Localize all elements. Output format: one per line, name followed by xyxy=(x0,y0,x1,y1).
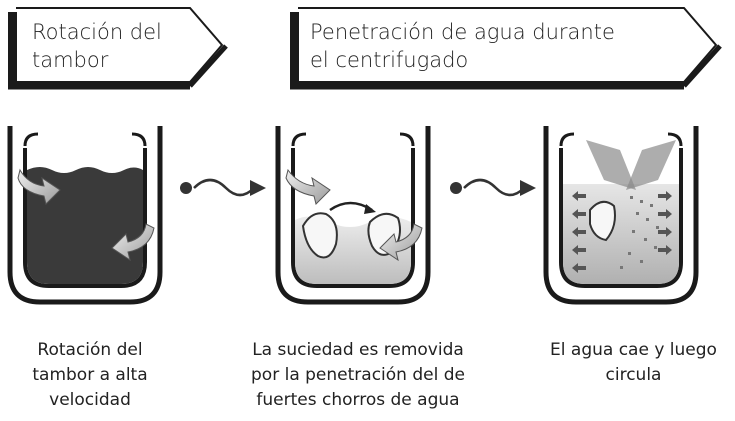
banner-rotation xyxy=(8,7,228,90)
drum-rotation xyxy=(7,126,163,305)
banner-penetration xyxy=(290,7,722,90)
caption-circulation-line1: El agua cae y luego xyxy=(550,340,717,360)
caption-penetration-line3: fuertes chorros de agua xyxy=(256,390,460,410)
banner-penetration-title: Penetración de agua durante el centrifug… xyxy=(310,18,615,74)
drum-penetration xyxy=(275,126,431,305)
caption-rotation-line1: Rotación del xyxy=(37,340,143,360)
banner-rotation-line1: Rotación del xyxy=(32,20,162,44)
banner-rotation-title: Rotación del tambor xyxy=(32,18,162,74)
caption-rotation: Rotación del tambor a alta velocidad xyxy=(5,338,175,413)
caption-circulation: El agua cae y luego circula xyxy=(536,338,731,388)
connector-arrow-1 xyxy=(180,178,266,197)
caption-rotation-line2: tambor a alta xyxy=(32,365,148,385)
connector-arrow-2 xyxy=(450,178,536,197)
caption-penetration-line2: por la penetración del de xyxy=(251,365,465,385)
caption-penetration-line1: La suciedad es removida xyxy=(252,340,464,360)
banner-penetration-line2: el centrifugado xyxy=(310,48,469,72)
caption-rotation-line3: velocidad xyxy=(49,390,131,410)
drum-circulation xyxy=(543,126,699,305)
caption-circulation-line2: circula xyxy=(605,365,662,385)
banner-rotation-line2: tambor xyxy=(32,48,109,72)
banner-penetration-line1: Penetración de agua durante xyxy=(310,20,615,44)
caption-penetration: La suciedad es removida por la penetraci… xyxy=(238,338,478,413)
